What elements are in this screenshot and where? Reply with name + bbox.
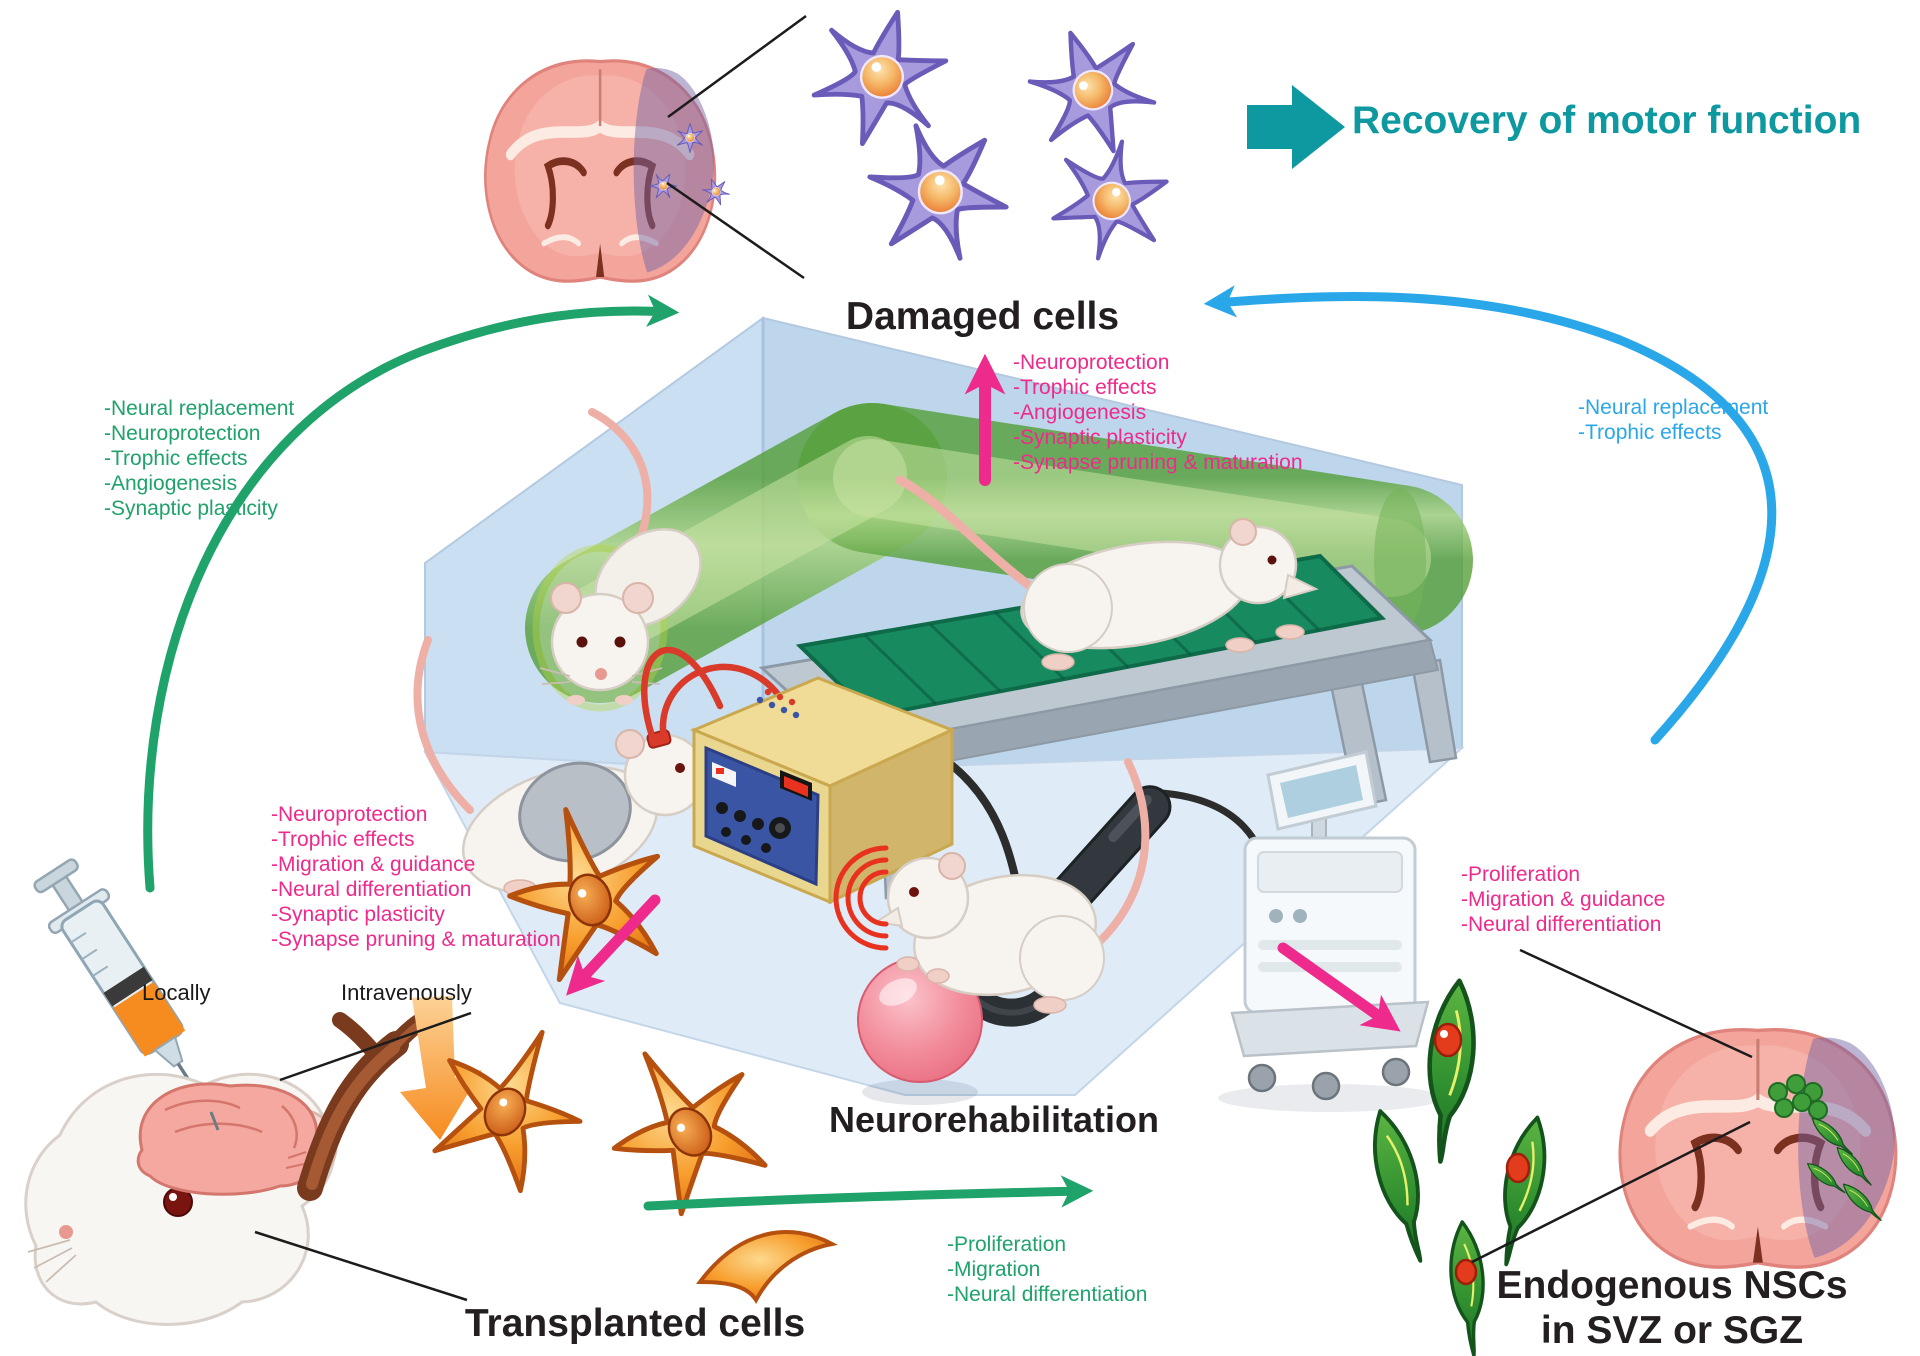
effect-item: -Angiogenesis: [1013, 401, 1147, 424]
effect-item: -Trophic effects: [271, 828, 415, 851]
effect-item: -Synaptic plasticity: [271, 903, 445, 926]
effect-item: -Neural differentiation: [947, 1283, 1148, 1306]
effect-item: -Synaptic plasticity: [1013, 426, 1187, 449]
transplanted-cells-icon: [412, 790, 838, 1304]
pointer-lines-bottom-right: [1471, 948, 1753, 1264]
effect-item: -Migration: [947, 1258, 1041, 1281]
svz-nsc-cluster-icon: [1768, 1074, 1828, 1120]
effects-transplanted-to-damaged: -Neural replacement -Neuroprotection -Tr…: [104, 396, 294, 521]
damaged-brain-icon: [485, 61, 715, 281]
teal-block-arrow-icon: [1247, 85, 1345, 169]
blue-curved-arrow: [1203, 285, 1777, 745]
mouse-brain-icon: [136, 1082, 323, 1196]
mouse-head-icon: [24, 1072, 338, 1326]
green-curved-arrow: [143, 294, 680, 893]
effect-item: -Migration & guidance: [271, 853, 476, 876]
pink-downleft-arrow: [566, 894, 661, 996]
effect-item: -Migration & guidance: [1461, 888, 1666, 911]
effect-item: -Neural replacement: [104, 397, 295, 420]
effects-endogenous-to-damaged: -Neural replacement -Trophic effects: [1578, 395, 1768, 445]
nsc-cells-icon: [1360, 979, 1557, 1356]
effect-item: -Trophic effects: [1013, 376, 1157, 399]
zoom-lines: [666, 14, 807, 280]
effect-item: -Proliferation: [947, 1233, 1067, 1256]
effects-rehab-to-damaged: -Neuroprotection -Trophic effects -Angio…: [1013, 350, 1303, 475]
effect-item: -Synapse pruning & maturation: [1013, 451, 1303, 474]
recovery-label: Recovery of motor function: [1352, 99, 1862, 142]
endogenous-nscs-line1: Endogenous NSCs: [1496, 1264, 1848, 1307]
locally-label: Locally: [142, 980, 211, 1005]
effect-item: -Neural replacement: [1578, 396, 1769, 419]
effect-item: -Proliferation: [1461, 863, 1581, 886]
effect-item: -Neural differentiation: [1461, 913, 1662, 936]
transplanted-cells-label: Transplanted cells: [464, 1302, 806, 1345]
blood-vessel-icon: [297, 1003, 449, 1201]
rat-on-treadmill-icon: [895, 475, 1319, 671]
green-straight-arrow: [643, 1175, 1094, 1211]
effect-item: -Neural differentiation: [271, 878, 472, 901]
pink-downright-arrow: [1277, 942, 1401, 1032]
effect-item: -Neuroprotection: [271, 803, 428, 826]
rat-with-electrodes-icon: [413, 636, 792, 897]
effects-transplanted-to-endogenous: -Proliferation -Migration -Neural differ…: [947, 1232, 1147, 1307]
effects-rehab-to-endogenous: -Proliferation -Migration & guidance -Ne…: [1461, 862, 1665, 937]
syringe-icon: [33, 858, 212, 1114]
pointer-lines-bottom-left: [254, 1011, 472, 1302]
vibration-waves-icon: [833, 845, 889, 951]
neurorehabilitation-label: Neurorehabilitation: [828, 1099, 1160, 1140]
intravenously-label: Intravenously: [341, 980, 472, 1005]
effect-item: -Trophic effects: [1578, 421, 1722, 444]
effect-item: -Synapse pruning & maturation: [271, 928, 561, 951]
electrical-stimulator-icon: [690, 676, 1028, 934]
rat-in-tunnel-icon: [539, 408, 702, 705]
effect-item: -Neuroprotection: [104, 422, 261, 445]
effect-item: -Neuroprotection: [1013, 351, 1170, 374]
effect-item: -Trophic effects: [104, 447, 248, 470]
rat-on-ball-icon: [833, 758, 1150, 1014]
effect-item: -Angiogenesis: [104, 472, 238, 495]
effect-item: -Synaptic plasticity: [104, 497, 278, 520]
effects-rehab-to-transplanted: -Neuroprotection -Trophic effects -Migra…: [271, 802, 561, 952]
damaged-cells-label: Damaged cells: [845, 295, 1120, 338]
endogenous-nscs-label: Endogenous NSCs in SVZ or SGZ: [1462, 1263, 1882, 1353]
endogenous-nsc-brain-icon: [1620, 1030, 1896, 1267]
endogenous-nscs-line2: in SVZ or SGZ: [1540, 1309, 1804, 1352]
damaged-cells-icon: [805, 0, 1182, 284]
